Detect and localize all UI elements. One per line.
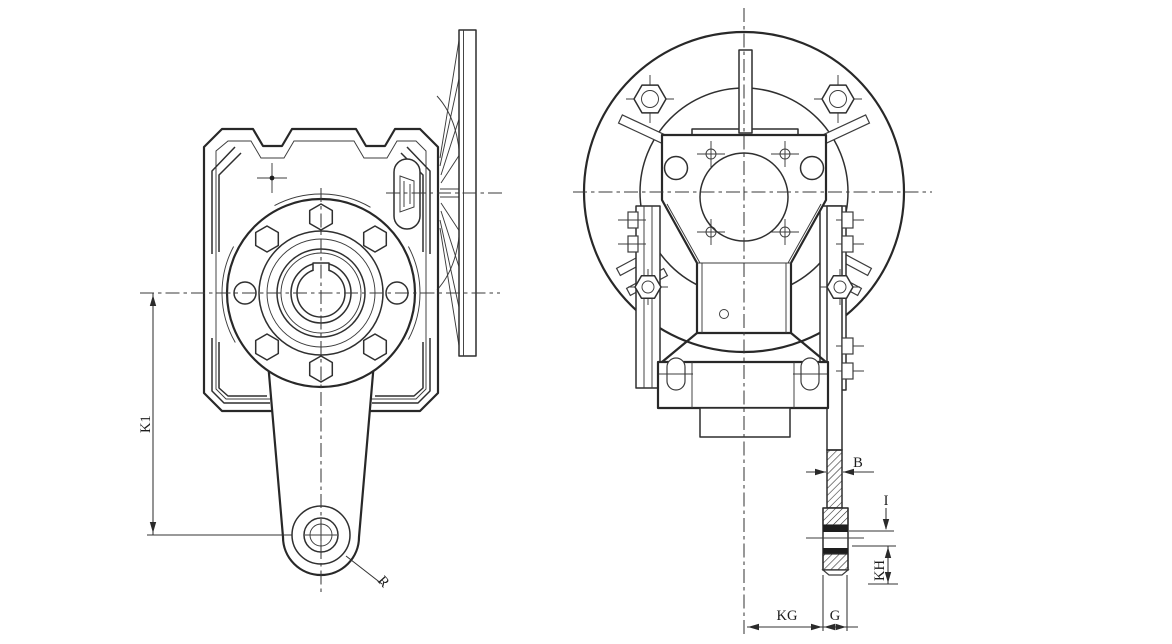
centerlines <box>140 8 932 637</box>
label-kh: KH <box>872 560 888 581</box>
foot-slot-left <box>659 357 693 391</box>
label-b: B <box>853 455 863 471</box>
gearbox-housing <box>202 127 440 413</box>
torque-arm-section <box>806 449 864 576</box>
corner-brackets <box>211 146 431 404</box>
center-mark <box>257 163 287 193</box>
flange-hex-bolt-upper-left <box>626 75 674 123</box>
dimension-k1: K1 <box>138 293 292 536</box>
flange-hex-bolt-upper-right <box>814 75 862 123</box>
flange-hex-bolt-lower-left <box>628 269 668 305</box>
body-hole-right <box>799 155 825 181</box>
label-kg: KG <box>777 608 798 624</box>
drain-plug <box>719 309 729 319</box>
label-i: I <box>884 493 889 509</box>
bottom-lip <box>699 407 791 438</box>
gearbox-body <box>660 49 828 335</box>
dimension-i: I <box>849 493 894 532</box>
flange-hex-bolt-lower-right <box>820 269 860 305</box>
plate-bolts-right <box>836 211 864 380</box>
dimension-b: B <box>806 455 874 476</box>
input-key <box>738 49 753 134</box>
dimension-kh: KH <box>852 545 898 585</box>
torque-arm-plate <box>826 205 843 451</box>
label-r: R <box>374 573 393 591</box>
front-view <box>202 29 477 577</box>
label-g: G <box>830 608 841 624</box>
label-k1: K1 <box>138 415 154 433</box>
oil-plug <box>393 158 421 230</box>
dimension-r: R <box>345 555 393 591</box>
dimension-kg-g: KG G <box>747 575 858 631</box>
mounting-foot <box>656 331 830 438</box>
foot-slot-right <box>793 357 827 391</box>
body-hole-left <box>663 155 689 181</box>
